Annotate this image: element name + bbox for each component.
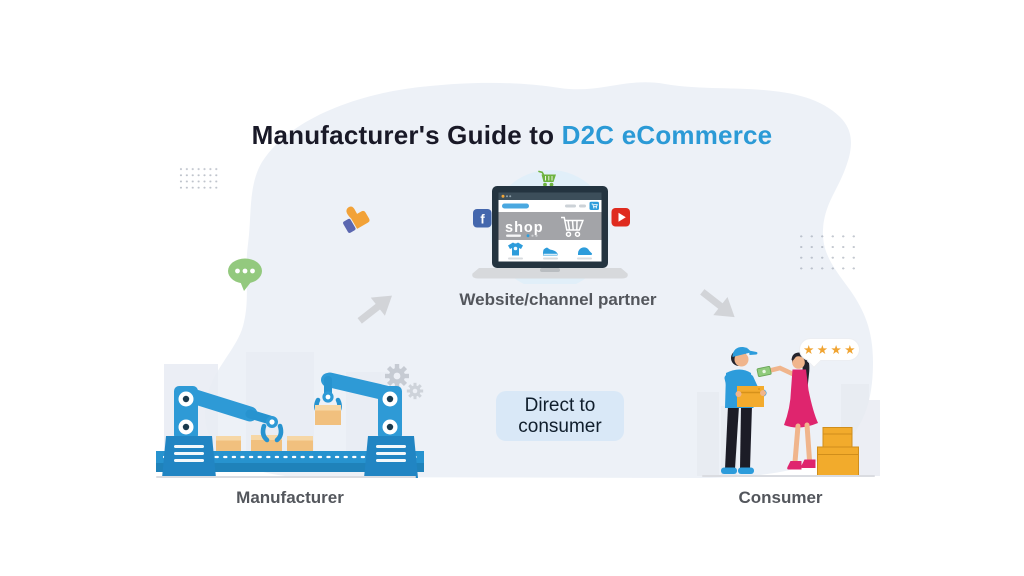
- chat-bubble-icon: [228, 258, 262, 291]
- star-icon: ★★★★: [803, 343, 858, 357]
- direct-banner-line2: consumer: [518, 416, 602, 437]
- robot-arm-left: [162, 386, 284, 478]
- direct-to-consumer-banner: Direct to consumer: [496, 391, 624, 441]
- manufacturer-label: Manufacturer: [236, 488, 344, 507]
- cart-icon: [538, 170, 556, 187]
- manufacturer-illustration: [156, 352, 424, 478]
- dot-grid-ornament-left: [178, 166, 219, 189]
- page-title: Manufacturer's Guide to D2C eCommerce: [0, 120, 1024, 151]
- ground-line-manufacturer: [156, 476, 416, 479]
- customer-woman: [767, 352, 818, 470]
- youtube-icon: [611, 208, 630, 227]
- robot-arm-right: [314, 372, 418, 478]
- consumer-illustration: [697, 346, 880, 477]
- hero-cart-icon: [561, 216, 584, 237]
- delivery-box: [735, 386, 766, 407]
- dot-grid-ornament-right: [796, 231, 856, 271]
- website-label: Website/channel partner: [459, 290, 657, 309]
- product-tshirt-icon: [508, 242, 523, 256]
- title-prefix: Manufacturer's Guide to: [251, 120, 562, 150]
- website-illustration: f shop: [472, 170, 630, 284]
- thumbs-up-icon: [343, 206, 370, 233]
- laptop-screen: shop: [492, 186, 608, 268]
- gear-icon: [385, 364, 424, 400]
- money-icon: [756, 365, 772, 378]
- search-bar: [502, 203, 529, 209]
- held-box: [315, 405, 341, 425]
- cart-button: [589, 201, 599, 210]
- flow-arrow-icon: [700, 289, 735, 318]
- title-highlight: D2C eCommerce: [561, 120, 773, 150]
- consumer-label: Consumer: [738, 488, 823, 507]
- flow-arrow-icon: [357, 295, 393, 324]
- shop-text: shop: [505, 220, 544, 236]
- facebook-icon: f: [473, 209, 492, 228]
- facebook-glyph: f: [480, 212, 485, 227]
- direct-banner-line1: Direct to: [524, 395, 596, 416]
- ground-line-consumer: [702, 474, 875, 477]
- laptop-base: [472, 268, 628, 279]
- product-shoe-icon: [543, 247, 558, 256]
- stacked-boxes: [817, 427, 859, 477]
- rating-bubble: ★★★★: [799, 338, 860, 368]
- product-cap-icon: [577, 247, 593, 255]
